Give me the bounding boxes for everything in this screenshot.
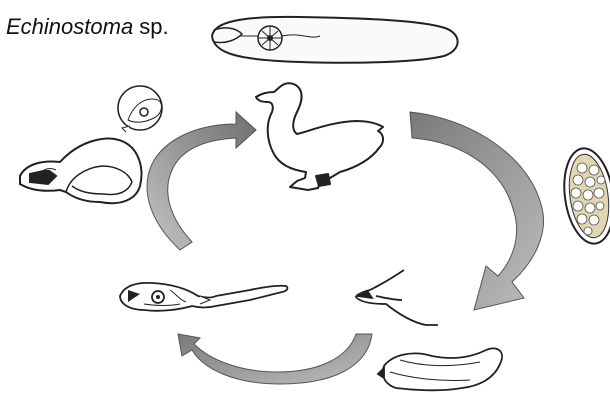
redia-illustration [378,348,502,390]
egg-illustration [559,145,610,247]
arrow-duck-to-egg [410,112,544,310]
miracidium-illustration [356,270,438,325]
metacercaria-cyst-illustration [118,86,162,132]
arrow-bottom-to-cercaria [178,334,372,384]
cercaria-illustration [120,283,287,311]
adult-worm-illustration [212,17,458,63]
snail-illustration [20,139,141,204]
arrow-left-to-duck [147,112,256,250]
duck-illustration [256,83,383,190]
